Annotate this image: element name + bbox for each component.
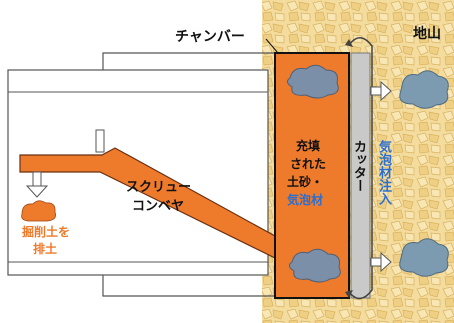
foam-injection-label: 気泡材注入 — [376, 140, 391, 205]
foam-blob-icon — [288, 248, 341, 283]
arrow-right-icon — [370, 251, 392, 273]
machine-body-outline-lower — [102, 275, 275, 297]
chamber-fill-label-line1: 充填 — [296, 139, 321, 153]
machine-body-outline — [102, 52, 275, 70]
ground-label: 地山 — [413, 26, 441, 42]
chamber-label: チャンバー — [175, 29, 245, 45]
conveyor-drive-shaft — [95, 129, 105, 153]
soil-pile-icon — [21, 200, 57, 222]
chamber-label-leader — [265, 38, 279, 54]
discharge-label-line1: 掘削土を — [22, 225, 71, 239]
foam-blob-icon — [399, 70, 449, 109]
arrow-right-icon — [370, 80, 392, 102]
screw-conveyor-label-line2: コンベヤ — [132, 199, 185, 214]
screw-conveyor-label-line1: スクリュー — [126, 180, 192, 195]
cutter-label: カッター — [351, 140, 366, 192]
foam-blob-icon — [399, 238, 449, 277]
chamber-fill-label-line2: された — [290, 157, 327, 171]
discharge-label-line2: 排土 — [33, 242, 58, 256]
chamber-fill-label-line3: 土砂・ — [287, 175, 324, 189]
arrow-down-icon — [25, 171, 49, 198]
chamber-fill-foam-label: 気泡材 — [287, 193, 324, 207]
foam-blob-icon — [286, 64, 339, 99]
rotation-arrow-icon — [345, 37, 373, 300]
